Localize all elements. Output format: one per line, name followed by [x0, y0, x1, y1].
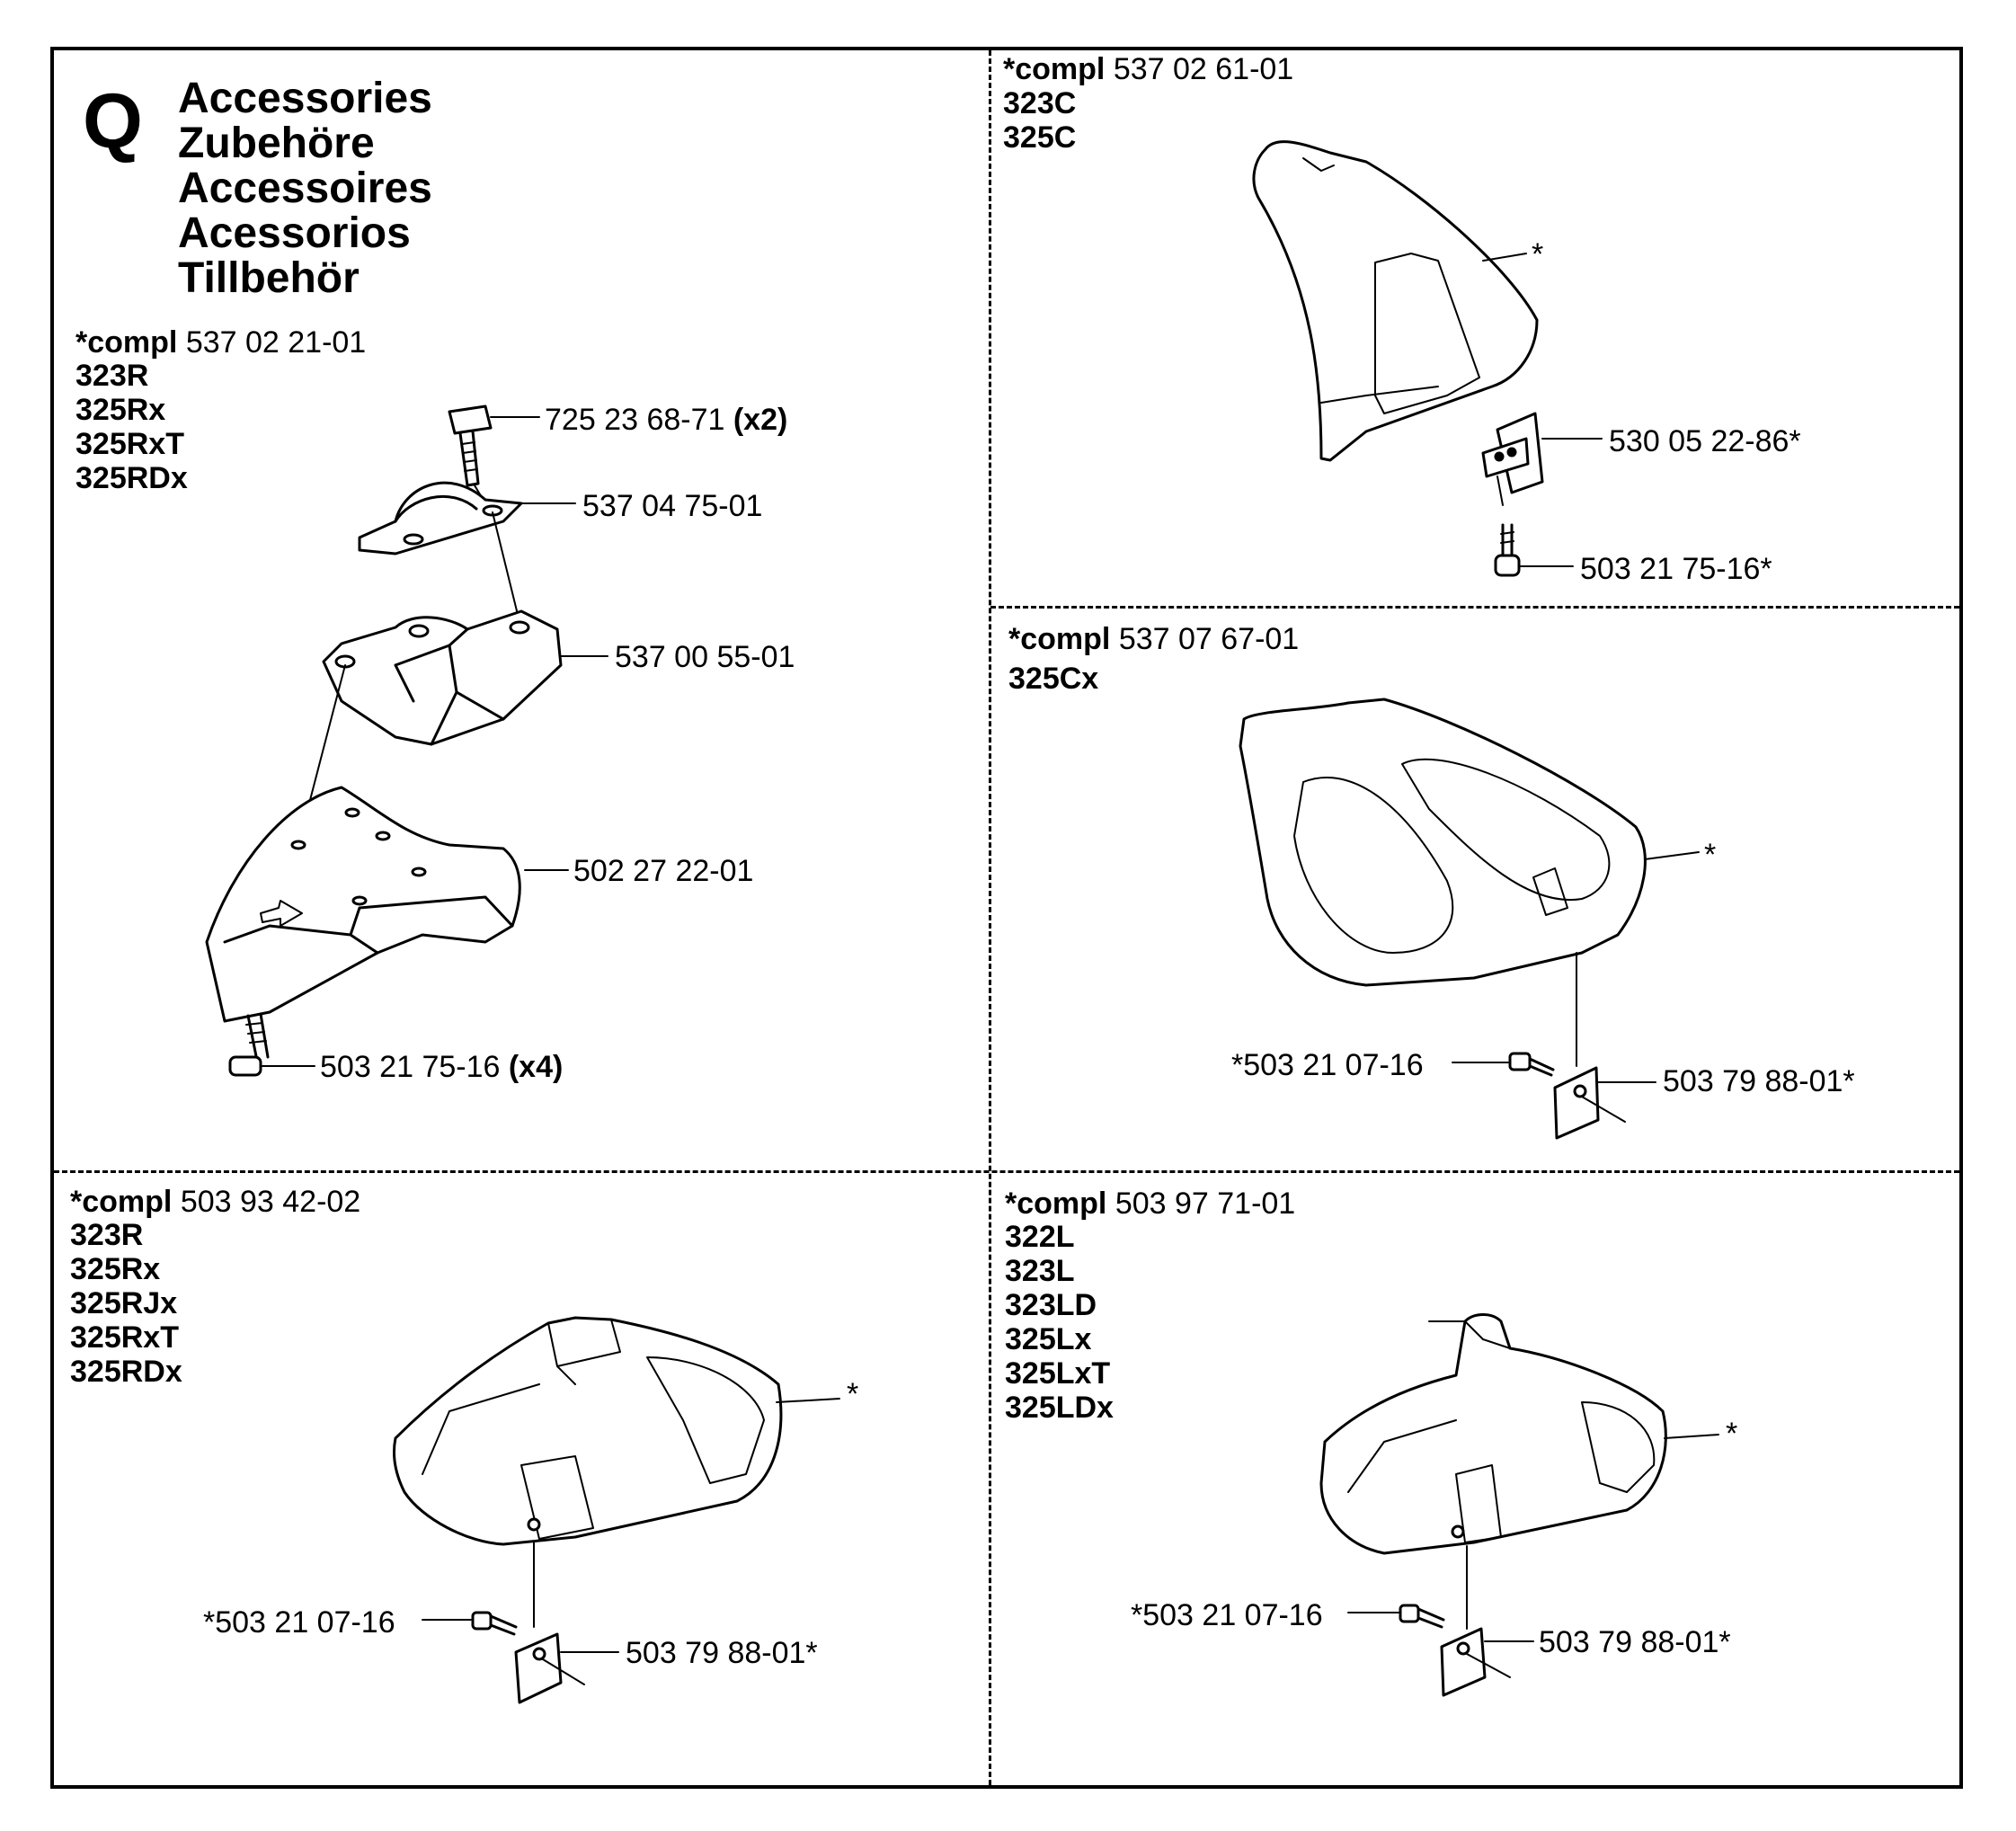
tr-leader-guard: [1482, 253, 1527, 262]
mr-model: 325Cx: [1008, 662, 1099, 696]
title-pt: Acessorios: [178, 209, 411, 257]
tl-callout-bracket: 537 00 55-01: [615, 640, 795, 674]
bl-callout-screw: *503 21 07-16: [203, 1605, 395, 1640]
diagram-frame: [50, 47, 1963, 1789]
tr-callout-bracket: 530 05 22-86*: [1609, 424, 1801, 458]
tr-compl-line: *compl 537 02 61-01: [1003, 54, 1293, 84]
title-de: Zubehöre: [178, 120, 375, 167]
br-guard-illustration: [1319, 1313, 1667, 1555]
br-screw-illustration: [1399, 1604, 1445, 1629]
br-compl-line: *compl 503 97 71-01: [1005, 1188, 1295, 1219]
mr-compl-number: 537 07 67-01: [1118, 622, 1300, 656]
br-plate-illustration: [1440, 1627, 1487, 1697]
br-model: 325LDx: [1005, 1391, 1114, 1425]
bl-compl-number: 503 93 42-02: [180, 1185, 361, 1219]
bl-compl-prefix: *compl: [70, 1185, 173, 1219]
tr-bracket-illustration: [1481, 412, 1544, 494]
mr-compl-line: *compl 537 07 67-01: [1008, 624, 1299, 654]
tl-callout-clamp: 537 04 75-01: [582, 489, 763, 523]
br-model: 325LxT: [1005, 1356, 1111, 1391]
title-fr: Accessoires: [178, 164, 432, 212]
tl-model: 325RxT: [75, 427, 184, 461]
br-model: 322L: [1005, 1220, 1075, 1254]
tr-callout-screw: 503 21 75-16*: [1580, 552, 1772, 586]
tl-model: 325RDx: [75, 461, 188, 495]
br-model: 323LD: [1005, 1288, 1097, 1322]
br-model: 323L: [1005, 1254, 1075, 1288]
mr-plate-illustration: [1553, 1066, 1600, 1140]
tl-screw-illustration: [228, 1012, 270, 1077]
bl-callout-plate: 503 79 88-01*: [626, 1636, 818, 1670]
tl-model: 323R: [75, 359, 149, 393]
mr-guard-illustration: [1239, 698, 1647, 987]
tr-compl-prefix: *compl: [1003, 52, 1106, 86]
mr-compl-prefix: *compl: [1008, 622, 1111, 656]
bl-plate-illustration: [514, 1632, 563, 1704]
bl-model: 325RDx: [70, 1355, 182, 1389]
tl-bolt-illustration: [448, 404, 493, 487]
divider-right-upper: [990, 606, 1959, 609]
title-sv: Tillbehör: [178, 254, 360, 302]
bl-model: 325RxT: [70, 1320, 179, 1355]
section-letter: Q: [83, 78, 143, 164]
mr-leader-guard: [1644, 851, 1700, 860]
tr-model: 323C: [1003, 86, 1077, 120]
bl-model: 325RJx: [70, 1286, 178, 1320]
bl-leader-guard: [776, 1398, 840, 1403]
tr-model: 325C: [1003, 120, 1077, 155]
mr-callout-screw: *503 21 07-16: [1231, 1048, 1424, 1082]
tr-screw-illustration: [1494, 523, 1521, 577]
bl-screw-illustration: [471, 1611, 518, 1636]
br-callout-plate: 503 79 88-01*: [1539, 1625, 1731, 1659]
tl-bracket-illustration: [322, 609, 563, 746]
tl-clamp-illustration: [358, 481, 523, 556]
tl-compl-number: 537 02 21-01: [185, 325, 367, 360]
mr-screw-illustration: [1508, 1052, 1555, 1077]
bl-model: 325Rx: [70, 1252, 161, 1286]
tl-model: 325Rx: [75, 393, 166, 427]
br-leader-guard: [1664, 1434, 1719, 1439]
tl-callout-guard: 502 27 22-01: [573, 854, 754, 888]
bl-model: 323R: [70, 1218, 144, 1252]
br-callout-screw: *503 21 07-16: [1131, 1598, 1323, 1632]
divider-middle: [54, 1170, 1959, 1173]
title-en: Accessories: [178, 75, 432, 122]
tr-callout-guard: *: [1532, 237, 1544, 271]
mr-callout-plate: 503 79 88-01*: [1663, 1064, 1855, 1098]
br-compl-prefix: *compl: [1005, 1187, 1107, 1221]
tl-compl-prefix: *compl: [75, 325, 178, 360]
bl-guard-illustration: [392, 1316, 783, 1546]
br-model: 325Lx: [1005, 1322, 1092, 1356]
divider-vertical: [989, 50, 991, 1785]
bl-compl-line: *compl 503 93 42-02: [70, 1187, 360, 1217]
br-compl-number: 503 97 71-01: [1115, 1187, 1296, 1221]
mr-callout-guard: *: [1704, 838, 1717, 872]
bl-callout-guard: *: [847, 1377, 859, 1411]
br-callout-guard: *: [1726, 1417, 1738, 1451]
tl-compl-line: *compl 537 02 21-01: [75, 327, 366, 358]
tl-guard-illustration: [205, 786, 521, 1023]
tl-callout-bolt: 725 23 68-71 (x2): [545, 403, 788, 437]
tr-guard-illustration: [1252, 140, 1539, 462]
tr-compl-number: 537 02 61-01: [1113, 52, 1294, 86]
tl-callout-screw: 503 21 75-16 (x4): [320, 1050, 564, 1084]
